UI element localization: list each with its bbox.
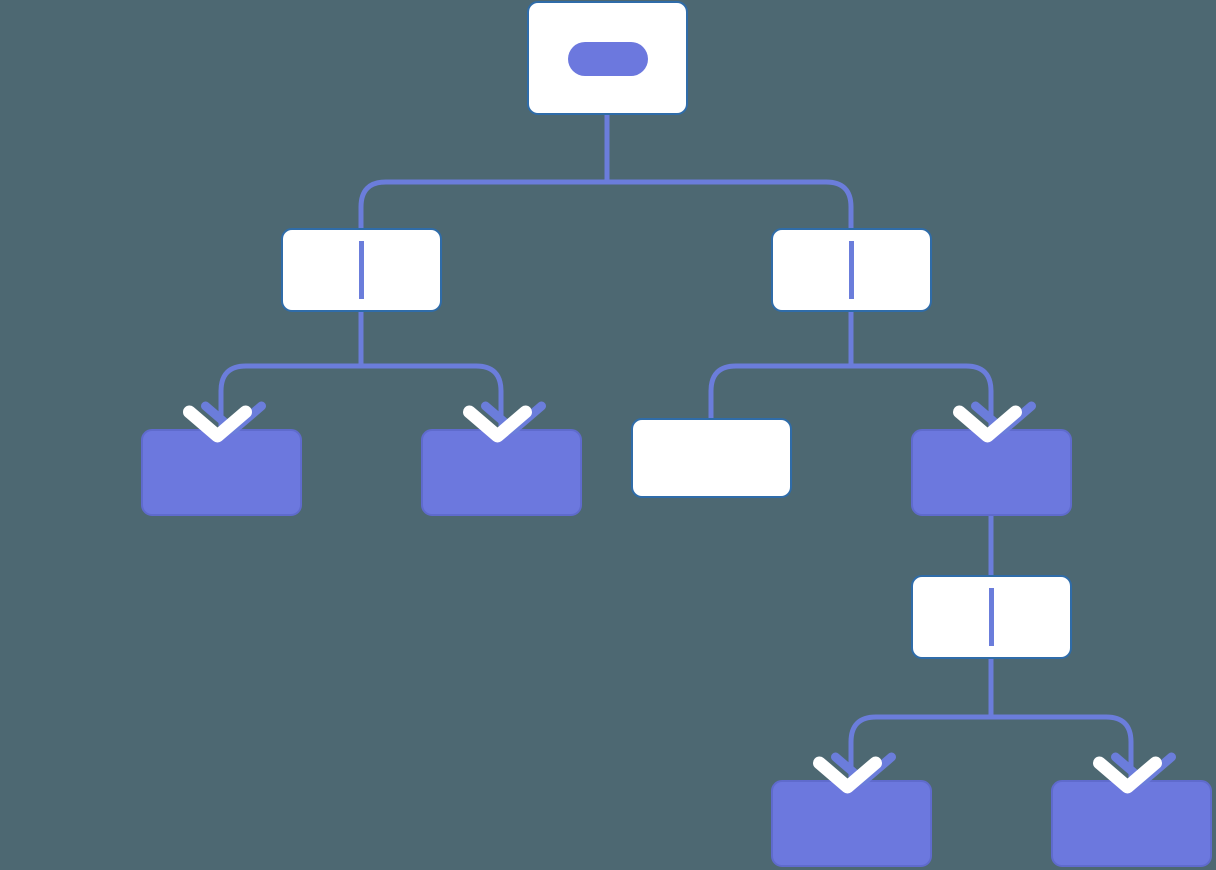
arrowhead-layer	[183, 401, 1176, 794]
arrowhead-white-leaf-4	[953, 405, 1022, 443]
arrowhead-white-leaf-1	[183, 405, 252, 443]
node-leaf-3[interactable]	[631, 418, 792, 498]
arrowhead-white-leaf-6	[1093, 756, 1162, 794]
arrowhead-white-leaf-5	[813, 756, 882, 794]
node-layer	[141, 1, 1212, 867]
connector-edge-br-leaf4	[851, 363, 994, 435]
node-root-pill	[568, 42, 648, 76]
connector-edge-sub-leaf6	[991, 714, 1134, 786]
connector-edge-bl-leaf1	[218, 363, 361, 435]
connector-edge-sub-leaf5	[848, 714, 991, 786]
node-leaf-1[interactable]	[141, 429, 302, 516]
connector-edge-br-leaf3	[708, 363, 851, 421]
node-overline-layer	[359, 241, 994, 646]
node-leaf-2[interactable]	[421, 429, 582, 516]
node-leaf-5[interactable]	[771, 780, 932, 867]
arrowhead-white-leaf-2	[463, 405, 532, 443]
node-leaf-6[interactable]	[1051, 780, 1212, 867]
connector-edge-bl-leaf2	[361, 363, 504, 435]
connector-edge-root-right	[607, 179, 854, 311]
connector-edge-root-left	[358, 179, 607, 311]
node-leaf-4[interactable]	[911, 429, 1072, 516]
